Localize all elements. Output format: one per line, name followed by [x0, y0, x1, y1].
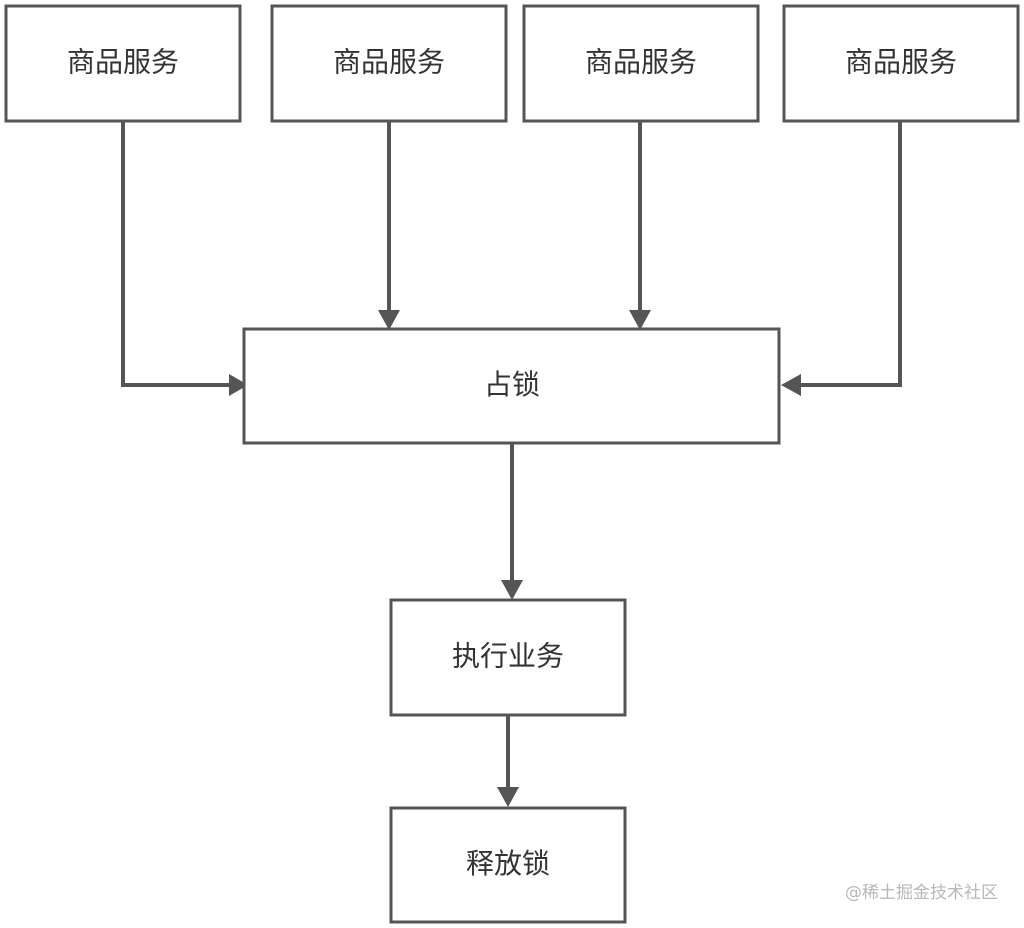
node-service-4: 商品服务: [782, 4, 1020, 123]
nodes: 商品服务 商品服务 商品服务 商品服务 占锁 执行业务 释放锁: [4, 4, 1020, 924]
arrowhead-service-2: [378, 310, 400, 330]
arrowhead-service-1: [229, 374, 248, 396]
node-release-lock: 释放锁: [389, 806, 627, 924]
arrowhead-release: [497, 787, 519, 807]
node-service-2-label: 商品服务: [333, 46, 445, 79]
arrowhead-service-3: [629, 310, 651, 330]
node-release-lock-label: 释放锁: [466, 847, 550, 880]
node-service-1-label: 商品服务: [67, 46, 179, 79]
node-execute-business-label: 执行业务: [452, 640, 564, 673]
node-acquire-lock: 占锁: [242, 327, 781, 445]
node-service-3: 商品服务: [522, 4, 760, 123]
node-service-4-label: 商品服务: [845, 46, 957, 79]
node-service-1: 商品服务: [4, 4, 242, 123]
node-execute-business: 执行业务: [389, 598, 627, 717]
node-service-3-label: 商品服务: [585, 46, 697, 79]
edge-service-1-to-lock: [121, 121, 232, 387]
watermark: @稀土掘金技术社区: [845, 883, 998, 903]
edge-service-4-to-lock: [798, 121, 902, 387]
arrowhead-service-4: [781, 374, 801, 396]
node-service-2: 商品服务: [270, 4, 508, 123]
node-acquire-lock-label: 占锁: [484, 368, 540, 401]
edges: [121, 121, 902, 807]
arrowhead-execute: [501, 580, 523, 600]
